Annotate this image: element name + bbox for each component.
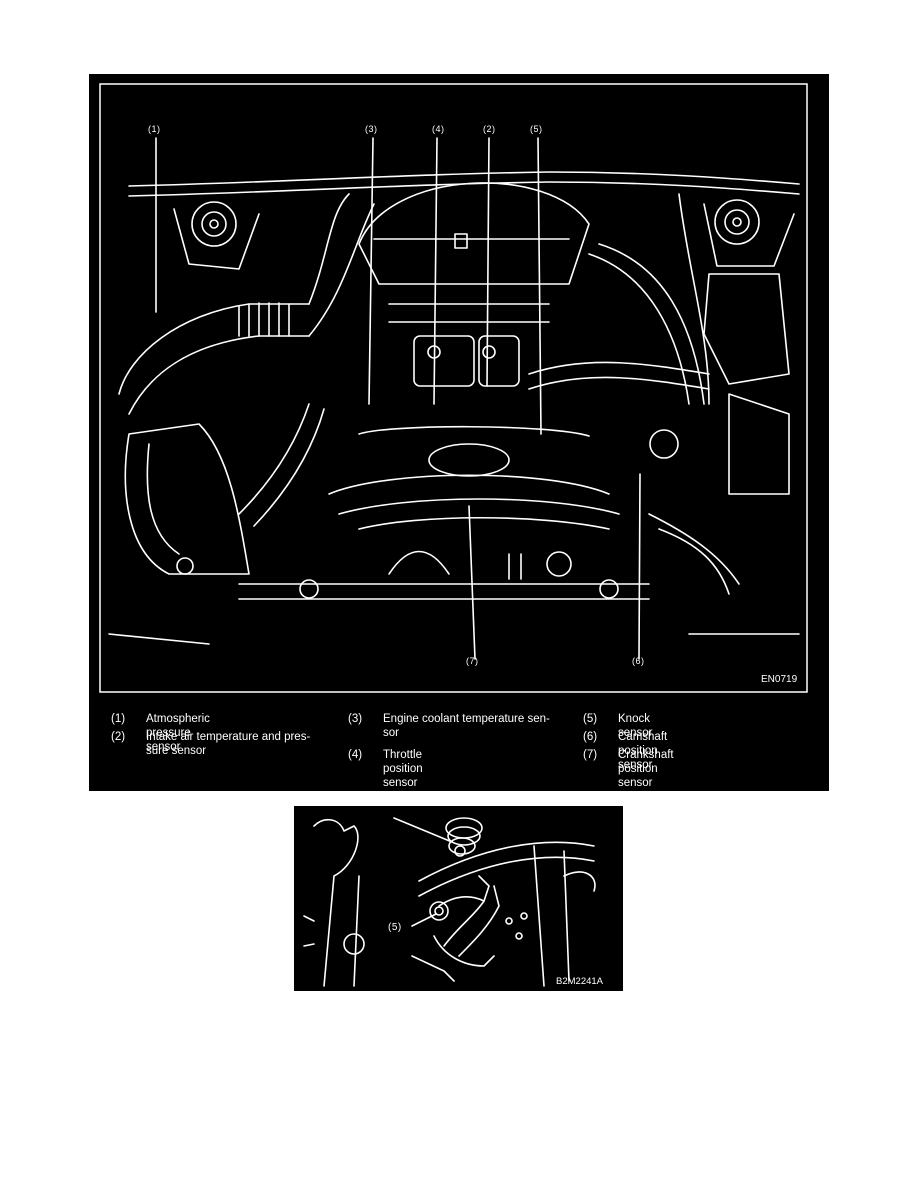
callout-1: (1) [148, 124, 161, 134]
legend-number: (6) [583, 731, 598, 743]
callout-3: (3) [365, 124, 378, 134]
sensor-legend: (1) Atmospheric pressure sensor (2) Inta… [111, 710, 811, 789]
legend-text: Atmospheric pressure sensor [146, 713, 210, 753]
legend-text: Intake air temperature and pres- sure se… [146, 731, 311, 757]
inset-line-art [303, 817, 596, 987]
legend-number: (3) [348, 713, 363, 725]
legend-number: (4) [348, 749, 363, 761]
callout-2: (2) [483, 124, 496, 134]
legend-text: Camshaft position sensor [618, 731, 668, 771]
figure-code: EN0719 [761, 674, 798, 685]
engine-line-art [99, 83, 808, 693]
inset-figure-code: B2M2241A [556, 976, 604, 987]
legend-number: (2) [111, 731, 126, 743]
callout-6: (6) [632, 656, 645, 666]
callout-5: (5) [530, 124, 543, 134]
legend-number: (5) [583, 713, 598, 725]
knock-sensor-inset: (5) B2M2241A [294, 806, 623, 991]
legend-text: Knock sensor [618, 713, 653, 739]
legend-text: Throttle position sensor [383, 749, 423, 789]
inset-callout-5: (5) [388, 922, 402, 933]
engine-sensor-diagram: (1) (3) (4) (2) (5) (7) (6) EN0719 (1) A… [89, 74, 829, 791]
legend-number: (7) [583, 749, 598, 761]
legend-text: Engine coolant temperature sen- sor [383, 713, 550, 739]
callout-4: (4) [432, 124, 445, 134]
legend-text: Crankshaft position sensor [618, 749, 674, 789]
legend-number: (1) [111, 713, 126, 725]
callout-7: (7) [466, 656, 479, 666]
